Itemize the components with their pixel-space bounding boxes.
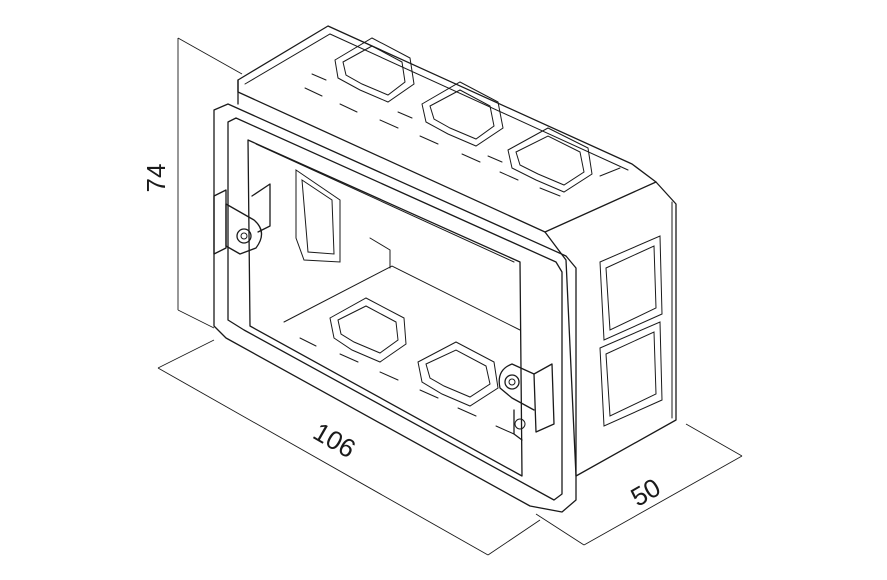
dimension-lines — [157, 37, 743, 556]
dimension-height-label: 74 — [141, 164, 171, 193]
left-fixing-clip — [213, 183, 271, 255]
box-body — [237, 25, 677, 477]
dimension-width-label: 106 — [308, 416, 361, 464]
front-flange — [213, 103, 577, 513]
interior — [283, 169, 521, 435]
dimension-depth-label: 50 — [625, 472, 665, 512]
top-knockouts — [304, 37, 621, 197]
side-knockouts — [599, 235, 663, 427]
right-fixing-clip — [498, 363, 555, 441]
